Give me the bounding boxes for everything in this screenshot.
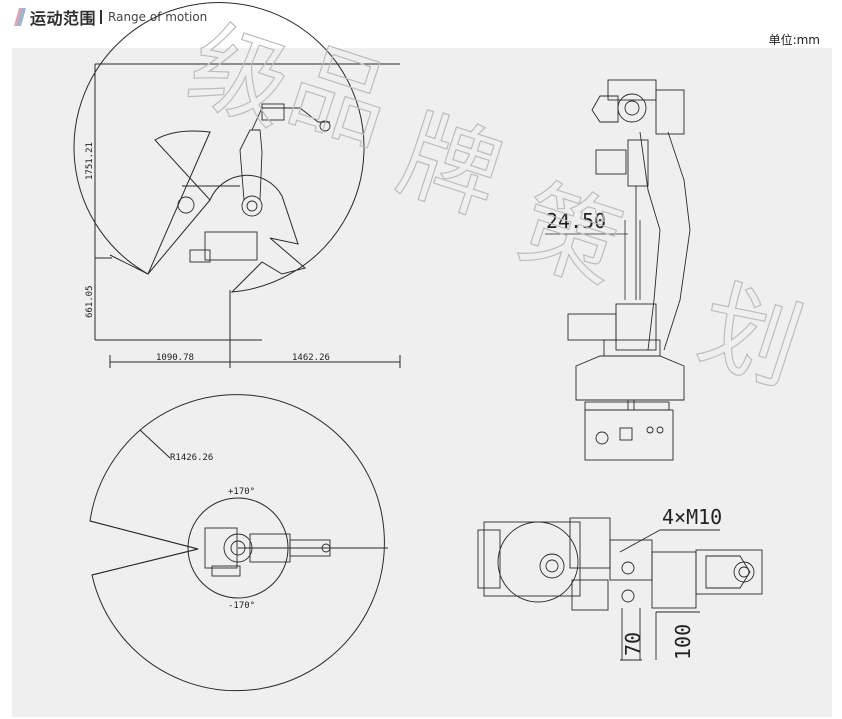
side-view-envelope: [73, 2, 401, 368]
dim-offset: 24.50: [546, 209, 606, 233]
watermark-char-5: 划: [686, 267, 814, 406]
dim-angle-neg: -170°: [228, 601, 255, 611]
top-view-envelope: [89, 394, 388, 692]
section-title-en: Range of motion: [108, 10, 208, 24]
arm-front-view: [567, 79, 691, 461]
watermark-char-4: 策: [506, 167, 634, 306]
section-title-cn: 运动范围: [30, 9, 97, 28]
dim-height-upper: 1751.21: [85, 142, 95, 180]
dim-angle-pos: +170°: [228, 487, 255, 497]
top-view-robot: [204, 527, 331, 577]
dim-width-right: 1462.26: [292, 353, 330, 363]
dim-100: 100: [671, 624, 695, 660]
unit-label: 单位:mm: [768, 33, 820, 47]
base-top-view: [477, 517, 763, 661]
dim-radius: R1426.26: [170, 453, 213, 463]
dim-width-left: 1090.78: [156, 353, 194, 363]
drawing-panel: [12, 48, 832, 717]
watermark-char-3: 牌: [386, 97, 514, 236]
dim-70: 70: [621, 632, 645, 656]
watermark: 级 品 牌 策 划: [175, 7, 815, 407]
arm-offset-dimension: [545, 220, 641, 300]
dim-bolts: 4×M10: [662, 505, 722, 529]
title-divider: [100, 10, 103, 24]
slash-mark-icon: [14, 8, 26, 26]
side-view-robot: [177, 103, 331, 263]
section-header: 运动范围 Range of motion: [14, 4, 207, 30]
dim-height-lower: 661.05: [85, 285, 95, 318]
